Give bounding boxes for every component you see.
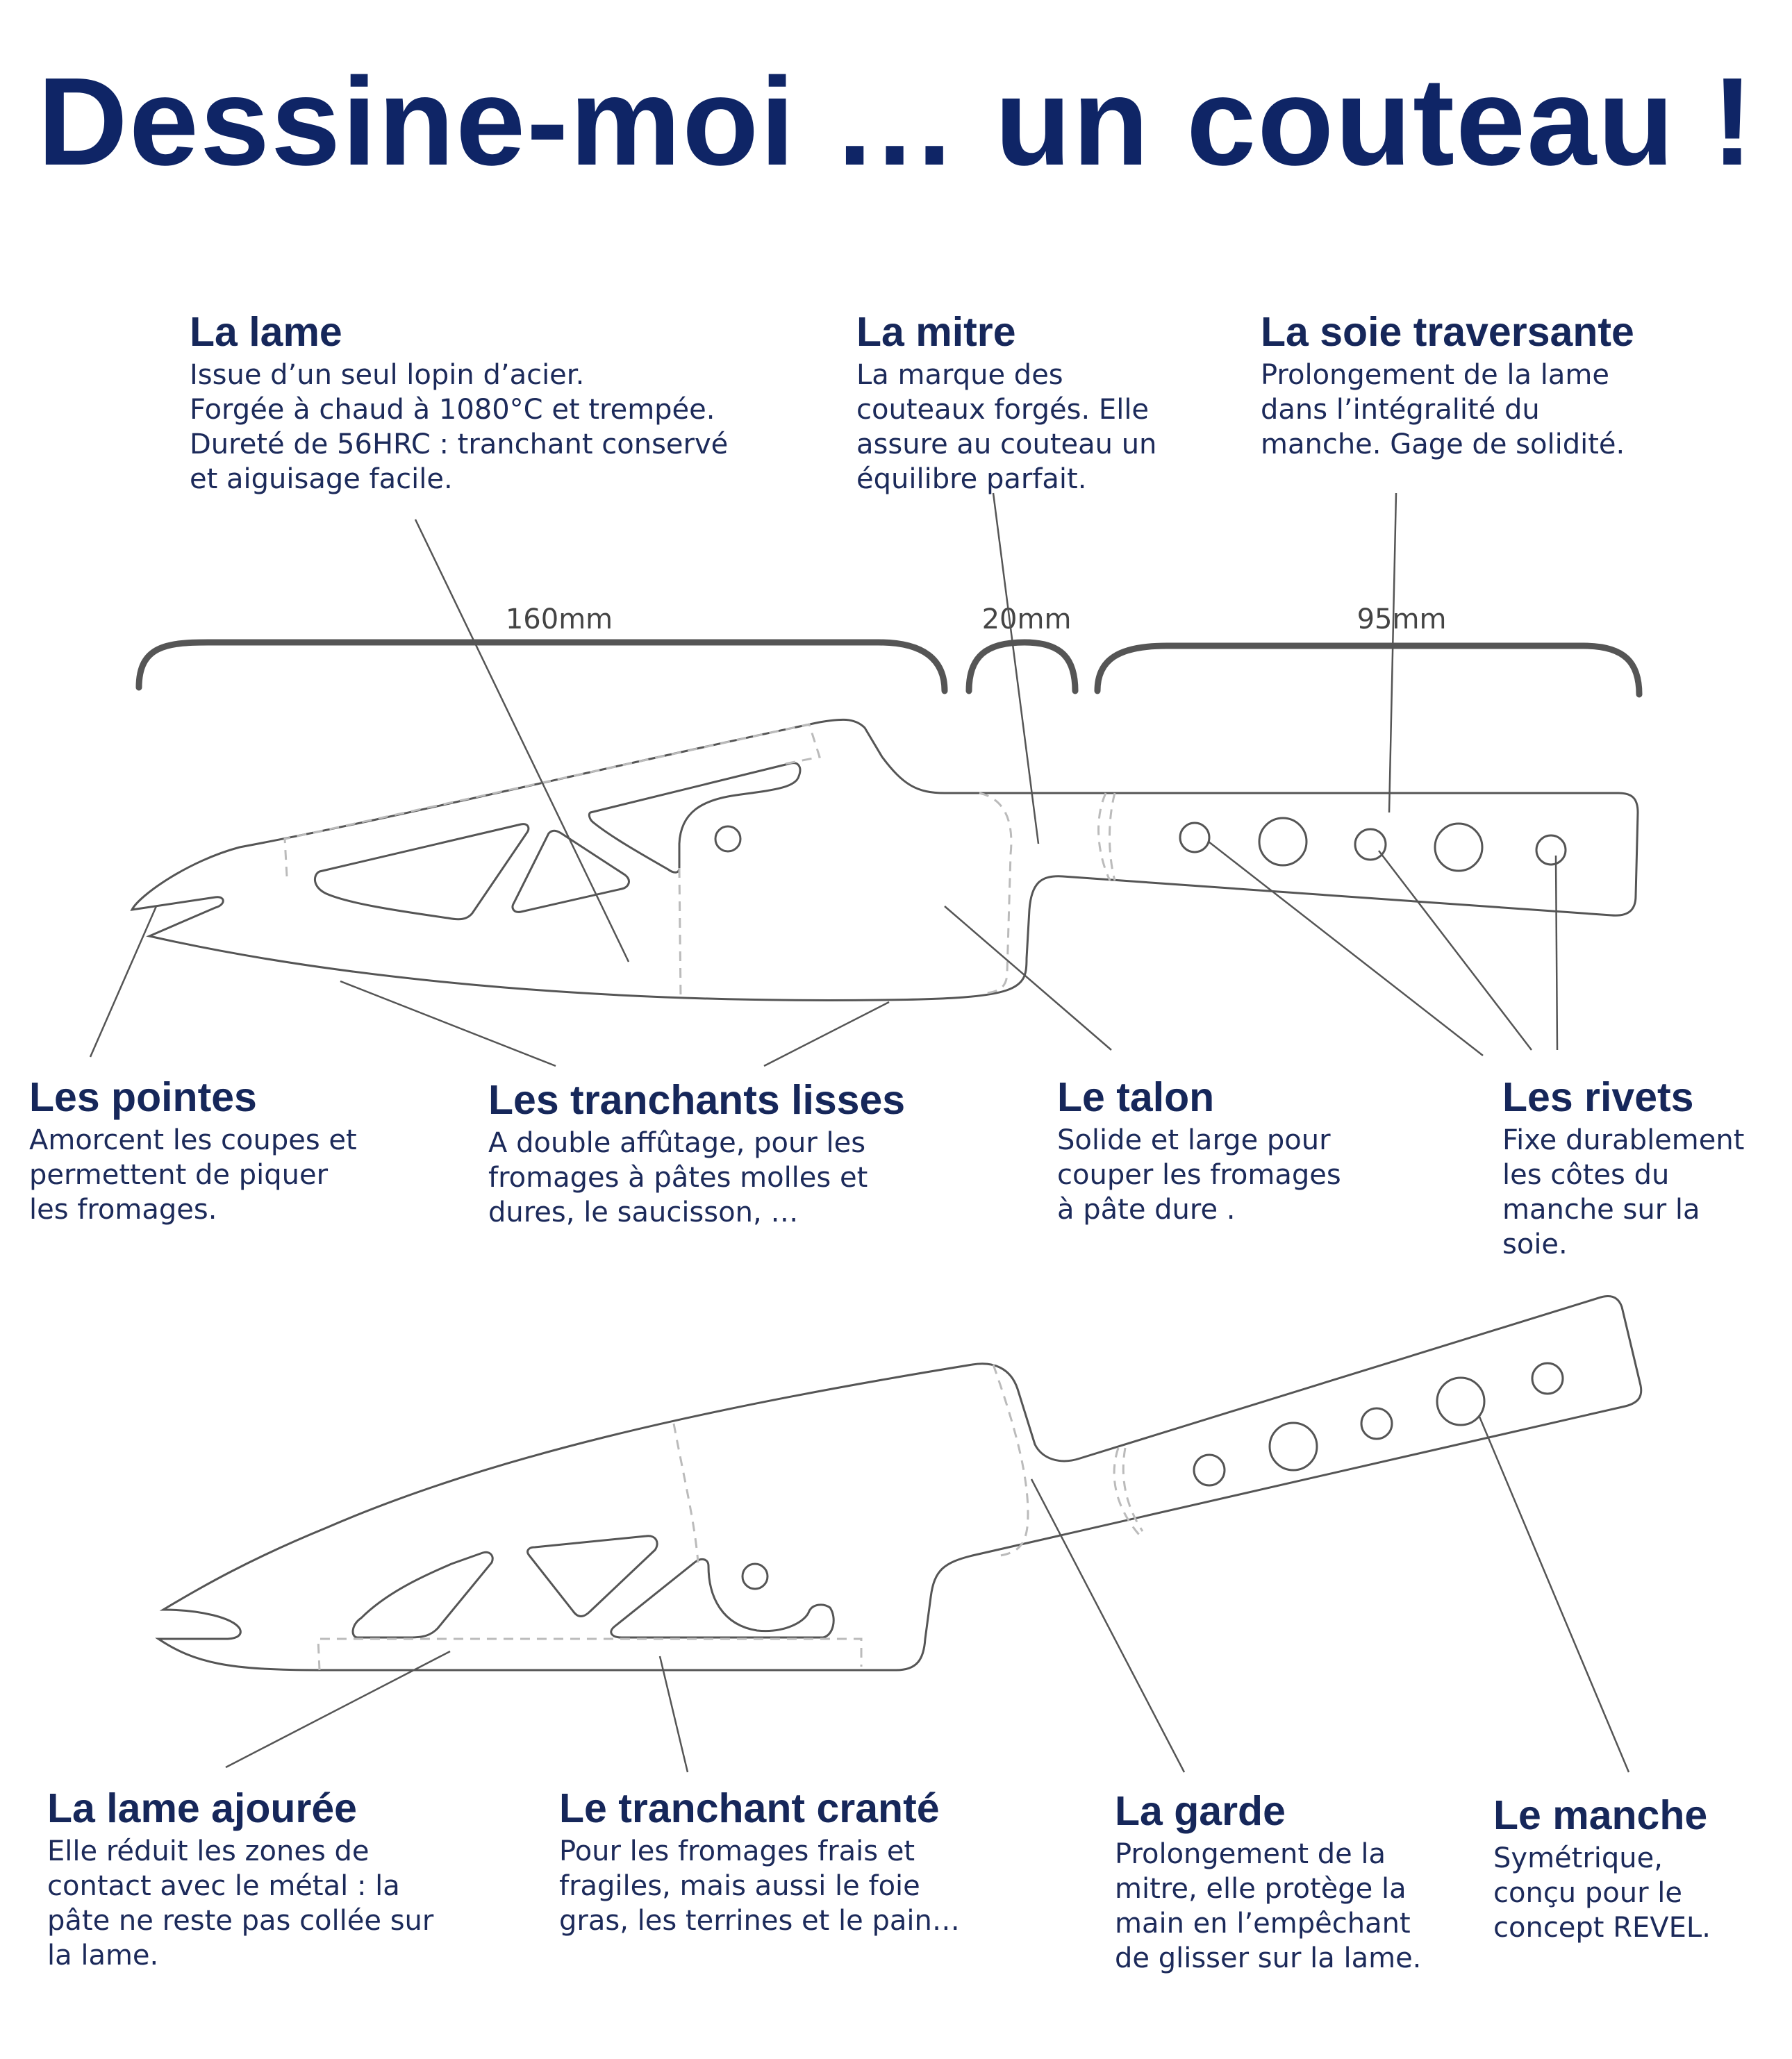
label-manche-title: Le manche [1493, 1792, 1708, 1838]
knife-2-rivet-3 [1360, 1407, 1393, 1440]
label-rivets-title: Les rivets [1502, 1074, 1694, 1120]
label-mitre: La mitre La marque des couteaux forgés. … [856, 310, 1156, 497]
dimension-blade: 160mm [506, 603, 613, 635]
knife-1-outline [130, 718, 1639, 1001]
leader-manche [1478, 1416, 1630, 1773]
knife-1-cutout-2 [511, 829, 630, 913]
dimension-brackets [135, 639, 1643, 698]
label-lame-ajouree: La lame ajourée Elle réduit les zones de… [47, 1786, 433, 1973]
label-mitre-text: La marque des couteaux forgés. Elle assu… [856, 358, 1157, 495]
label-pointes: Les pointes Amorcent les coupes et perme… [29, 1075, 357, 1227]
label-garde-title: La garde [1115, 1788, 1286, 1834]
label-manche: Le manche Symétrique, conçu pour le conc… [1493, 1793, 1711, 1945]
knife-2-rivet-1 [1193, 1453, 1226, 1487]
label-lame-text: Issue d’un seul lopin d’acier. Forgée à … [190, 358, 729, 495]
knife-2-cutout-1 [351, 1551, 494, 1639]
leader-tranchants-1 [340, 980, 556, 1067]
knife-1-rivet-3 [1354, 828, 1387, 861]
knife-2-rivet-5 [1531, 1362, 1564, 1395]
label-lame-ajouree-text: Elle réduit les zones de contact avec le… [47, 1835, 434, 1972]
knife-2-outline [155, 1295, 1643, 1672]
dimension-bolster: 20mm [982, 603, 1072, 635]
label-rivets: Les rivets Fixe durablement les côtes du… [1502, 1075, 1744, 1262]
knife-2-blade-rivet [741, 1562, 769, 1590]
leader-tranchant-crante [658, 1656, 689, 1773]
label-talon-text: Solide et large pour couper les fromages… [1057, 1124, 1341, 1226]
label-soie-title: La soie traversante [1261, 309, 1634, 355]
label-tranchant-crante-title: Le tranchant cranté [559, 1785, 940, 1831]
leader-rivets-2 [1378, 850, 1532, 1051]
leader-pointes [89, 906, 158, 1058]
label-tranchants-lisses-text: A double affûtage, pour les fromages à p… [488, 1126, 868, 1228]
label-pointes-text: Amorcent les coupes et permettent de piq… [29, 1124, 357, 1226]
label-tranchant-crante-text: Pour les fromages frais et fragiles, mai… [559, 1835, 960, 1937]
knife-1-bolster-line-2 [979, 792, 1013, 994]
label-tranchant-crante: Le tranchant cranté Pour les fromages fr… [559, 1786, 960, 1938]
label-soie-text: Prolongement de la lame dans l’intégrali… [1261, 358, 1625, 460]
knife-1 [130, 718, 1639, 1001]
label-manche-text: Symétrique, conçu pour le concept REVEL. [1493, 1842, 1711, 1944]
knife-2 [155, 1295, 1643, 1672]
label-lame-title: La lame [190, 309, 342, 355]
knife-2-bolster-line-2 [992, 1364, 1029, 1557]
leader-tranchants-2 [763, 1001, 890, 1067]
knife-1-bevel-line [283, 723, 821, 877]
label-soie: La soie traversante Prolongement de la l… [1261, 310, 1634, 462]
label-lame: La lame Issue d’un seul lopin d’acier. F… [190, 310, 728, 497]
leader-rivets-3 [1554, 855, 1559, 1051]
label-tranchants-lisses-title: Les tranchants lisses [488, 1077, 906, 1123]
leader-lame [414, 519, 630, 962]
bolster-bracket [965, 639, 1079, 694]
knife-2-cutout-2 [526, 1535, 658, 1617]
handle-bracket [1094, 642, 1643, 698]
leader-garde [1030, 1478, 1186, 1773]
page-title: Dessine-moi … un couteau ! [37, 52, 1755, 192]
leader-soie [1388, 492, 1397, 813]
knife-1-rivet-5 [1535, 834, 1567, 866]
label-talon-title: Le talon [1057, 1074, 1215, 1120]
knife-1-bolster-line-1 [678, 867, 682, 999]
label-pointes-title: Les pointes [29, 1074, 257, 1120]
leader-lines [89, 492, 1630, 1773]
label-mitre-title: La mitre [856, 309, 1016, 355]
label-garde: La garde Prolongement de la mitre, elle … [1115, 1789, 1421, 1976]
label-garde-text: Prolongement de la mitre, elle protège l… [1115, 1837, 1422, 1974]
blade-bracket [135, 639, 948, 694]
knife-1-rivet-4 [1434, 822, 1484, 872]
label-lame-ajouree-title: La lame ajourée [47, 1785, 357, 1831]
knife-1-rivet-2 [1258, 817, 1308, 867]
knife-1-bolster-line-4 [1109, 792, 1116, 881]
label-rivets-text: Fixe durablement les côtes du manche sur… [1502, 1124, 1745, 1260]
knife-2-bolster-line-1 [672, 1423, 699, 1563]
knife-1-rivet-1 [1179, 822, 1211, 853]
knife-2-rivet-4 [1436, 1376, 1486, 1426]
knife-2-cutout-3 [610, 1558, 835, 1639]
knife-1-cutout-3 [588, 762, 802, 874]
knife-1-cutout-1 [313, 823, 530, 921]
label-tranchants-lisses: Les tranchants lisses A double affûtage,… [488, 1078, 905, 1230]
leader-talon [944, 906, 1112, 1051]
dimension-handle: 95mm [1357, 603, 1447, 635]
knife-1-bolster-line-3 [1097, 792, 1111, 881]
leader-rivets-1 [1208, 841, 1484, 1056]
label-talon: Le talon Solide et large pour couper les… [1057, 1075, 1341, 1227]
knife-2-bevel-line [317, 1637, 863, 1671]
leader-mitre [992, 492, 1040, 844]
leader-lame-ajouree [225, 1650, 451, 1769]
knife-2-rivet-2 [1268, 1422, 1318, 1472]
knife-1-blade-rivet [714, 825, 742, 853]
